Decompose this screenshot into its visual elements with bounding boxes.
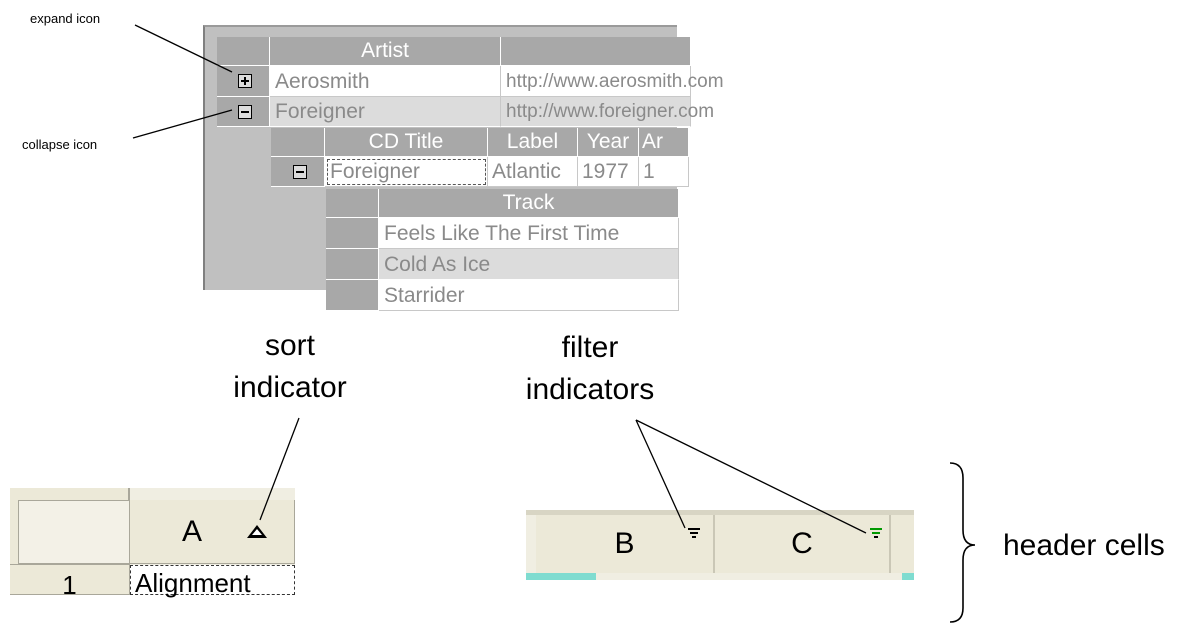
collapse-icon-label: collapse icon (22, 137, 98, 152)
cd-title-column-header[interactable]: CD Title (325, 128, 488, 157)
cell-a1[interactable]: Alignment (130, 565, 295, 598)
track-row-selector (326, 280, 379, 311)
header-cells-brace (949, 462, 976, 623)
artist-cell[interactable]: Foreigner (270, 97, 501, 127)
track-cell[interactable]: Feels Like The First Time (379, 218, 679, 249)
filter-indicators-label: filter indicators (510, 327, 670, 411)
collapse-icon[interactable] (238, 105, 252, 119)
header-cells-label: header cells (1003, 529, 1165, 562)
url-cell[interactable]: http://www.aerosmith.com (501, 66, 724, 97)
column-b-letter: B (614, 527, 635, 560)
sort-indicator-label-line2: indicator (233, 371, 347, 404)
url-cell[interactable]: http://www.foreigner.com (501, 97, 714, 127)
year-cell[interactable]: 1977 (578, 157, 639, 187)
year-column-header[interactable]: Year (578, 128, 639, 157)
selection-highlight (902, 573, 914, 580)
artist-column-header[interactable]: Artist (270, 37, 501, 66)
row-selector (217, 97, 270, 127)
cd-title-cell[interactable]: Foreigner (325, 157, 488, 187)
expand-icon-label: expand icon (30, 11, 101, 26)
ar-column-header[interactable]: Ar (639, 128, 689, 157)
filter-indicators-label-line2: indicators (525, 373, 655, 406)
artist-cell[interactable]: Aerosmith (270, 66, 501, 97)
ar-cell[interactable]: 1 (639, 157, 689, 187)
row-selector (217, 66, 270, 97)
column-c-header[interactable]: C (715, 515, 891, 573)
filter-active-icon[interactable] (870, 528, 882, 540)
sort-indicator-label: sort indicator (215, 325, 365, 409)
track-cell[interactable]: Starrider (379, 280, 679, 311)
row-selector-header (217, 37, 270, 66)
column-d-header-partial[interactable] (891, 515, 914, 573)
track-row-selector (326, 249, 379, 280)
cd-row-selector (271, 157, 325, 187)
sort-ascending-icon[interactable] (247, 525, 267, 538)
column-a-letter: A (181, 515, 202, 548)
selection-highlight (526, 573, 596, 580)
select-all-cell[interactable] (18, 500, 130, 564)
sort-indicator-label-line1: sort (264, 329, 315, 362)
row-1-header[interactable]: 1 (10, 565, 130, 600)
track-row-selector-header (326, 189, 379, 218)
spreadsheet-fragment: A 1 Alignment (10, 488, 295, 600)
track-cell[interactable]: Cold As Ice (379, 249, 679, 280)
expand-icon[interactable] (238, 74, 252, 88)
label-cell[interactable]: Atlantic (488, 157, 578, 187)
cd-row-selector-header (271, 128, 325, 157)
filter-inactive-icon[interactable] (688, 528, 700, 540)
column-c-letter: C (791, 527, 813, 560)
track-column-header[interactable]: Track (379, 189, 679, 218)
track-row-selector (326, 218, 379, 249)
hierarchical-grid: Artist Aerosmith http://www.aerosmith.co… (203, 25, 724, 311)
collapse-icon[interactable] (293, 165, 307, 179)
url-column-header[interactable] (501, 37, 691, 66)
label-column-header[interactable]: Label (488, 128, 578, 157)
column-b-header[interactable]: B (536, 515, 715, 573)
column-a-header[interactable]: A (130, 500, 295, 564)
filter-indicators-label-line1: filter (561, 331, 619, 364)
header-cells-strip: B C (526, 510, 914, 580)
